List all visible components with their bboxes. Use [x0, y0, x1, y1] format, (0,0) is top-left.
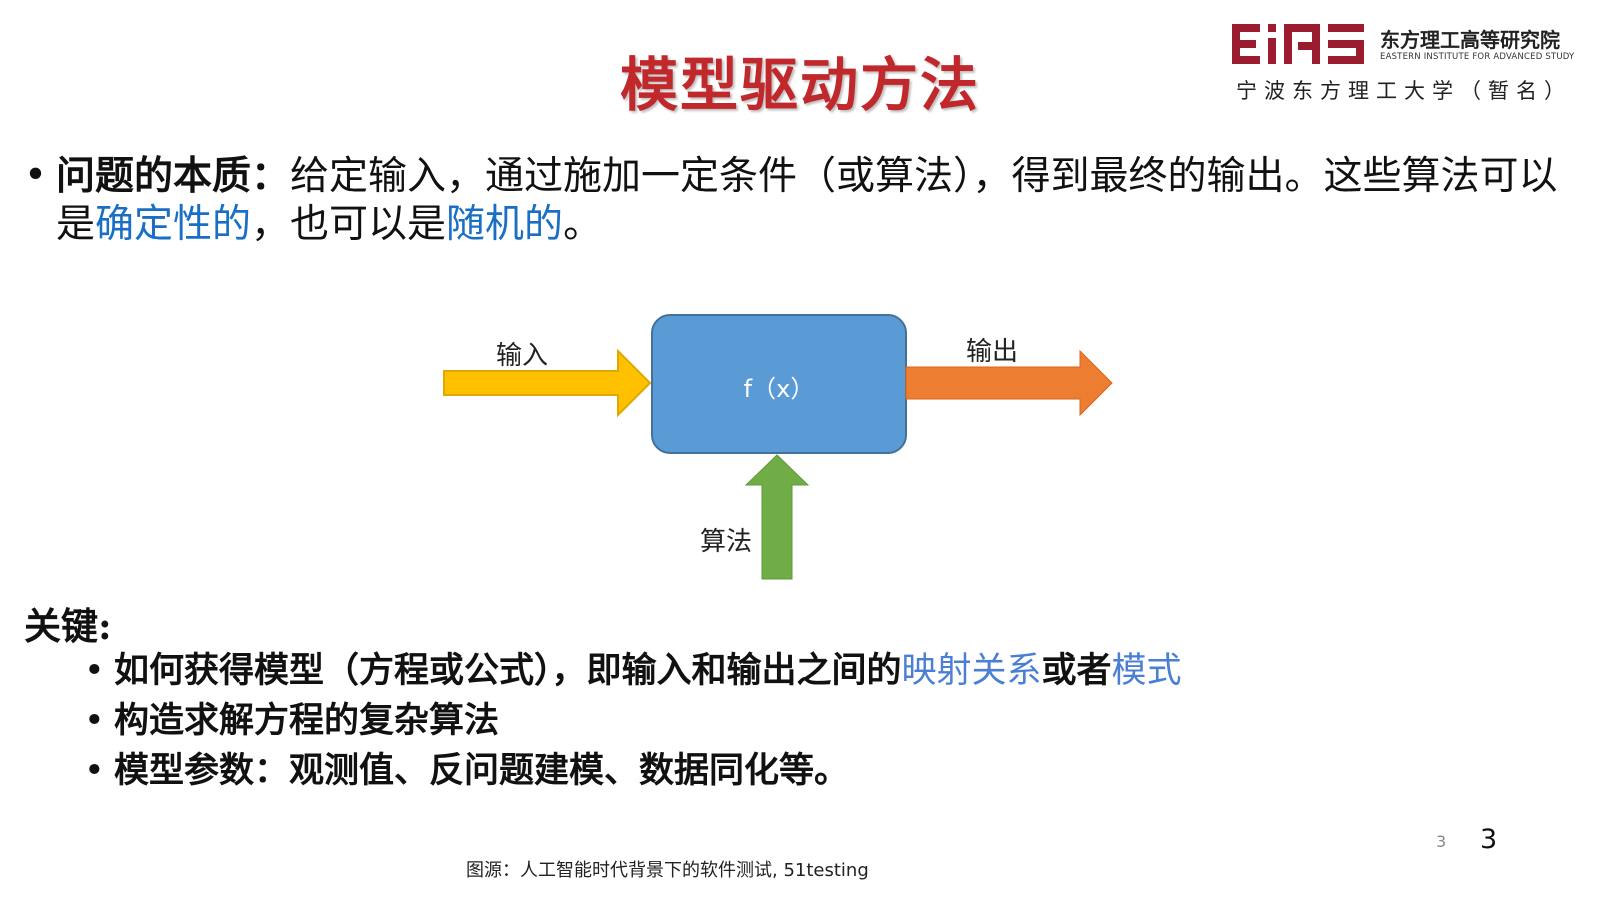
algorithm-label: 算法 — [700, 527, 753, 557]
logo-name-cn: 东方理工高等研究院 — [1380, 28, 1560, 52]
model-diagram: 输入 输出 算法 f（x） — [440, 305, 1130, 595]
key-list: •如何获得模型（方程或公式），即输入和输出之间的映射关系或者模式 •构造求解方程… — [84, 646, 1182, 796]
intro-bullet: • 问题的本质：给定输入，通过施加一定条件（或算法），得到最终的输出。这些算法可… — [24, 152, 1564, 249]
output-label: 输出 — [966, 337, 1019, 367]
key-item-mapping: •如何获得模型（方程或公式），即输入和输出之间的映射关系或者模式 — [84, 646, 1182, 696]
slide-title: 模型驱动方法 — [619, 51, 980, 119]
bullet-dot: • — [84, 651, 105, 691]
page-number: 3 — [1480, 824, 1498, 855]
key-item-text: 构造求解方程的复杂算法 — [114, 700, 500, 741]
eias-logo: 东方理工高等研究院 EASTERN INSTITUTE FOR ADVANCED… — [1232, 20, 1582, 110]
key-item-text: 模型参数：观测值、反问题建模、数据同化等。 — [114, 750, 850, 791]
key-item-text: 如何获得模型（方程或公式），即输入和输出之间的 — [114, 650, 902, 691]
key-highlight-pattern: 模式 — [1111, 651, 1182, 691]
key-title: 关键: — [24, 604, 112, 648]
function-label: f（x） — [743, 375, 815, 403]
logo-name-en: EASTERN INSTITUTE FOR ADVANCED STUDY — [1380, 52, 1575, 62]
bullet-dot: • — [84, 751, 105, 791]
logo-subtitle: 宁波东方理工大学（暂名） — [1236, 79, 1572, 103]
bullet-dot: • — [24, 153, 48, 198]
key-item-algorithm: •构造求解方程的复杂算法 — [84, 696, 1182, 746]
intro-highlight-deterministic: 确定性的 — [95, 202, 252, 247]
intro-text: 问题的本质：给定输入，通过施加一定条件（或算法），得到最终的输出。这些算法可以是… — [56, 152, 1564, 249]
intro-text-3: 。 — [563, 202, 603, 247]
key-item-text: 或者 — [1041, 650, 1112, 691]
intro-highlight-random: 随机的 — [446, 202, 564, 247]
eias-logo-mark — [1232, 24, 1364, 64]
bullet-dot: • — [84, 701, 105, 741]
key-highlight-mapping: 映射关系 — [901, 651, 1042, 691]
algorithm-arrow — [744, 454, 810, 580]
output-arrow — [905, 349, 1113, 417]
intro-text-2: ，也可以是 — [251, 202, 447, 247]
key-item-parameters: •模型参数：观测值、反问题建模、数据同化等。 — [84, 746, 1182, 796]
image-source: 图源：人工智能时代背景下的软件测试, 51testing — [466, 860, 869, 881]
input-arrow — [443, 348, 652, 418]
intro-text-1: 给定输入，通过施加一定条件（或算法），得到最终的输出。这些算法可以是 — [56, 154, 1558, 247]
intro-label: 问题的本质： — [56, 153, 291, 199]
page-number-small: 3 — [1436, 832, 1447, 851]
input-label: 输入 — [496, 341, 549, 371]
